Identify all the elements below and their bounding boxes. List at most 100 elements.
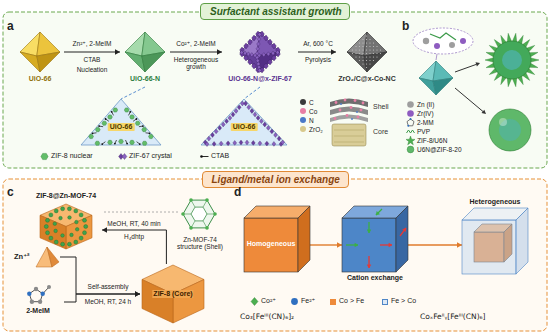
connector: [408, 242, 462, 248]
connector: [102, 227, 166, 264]
legend-text: Zn (II): [417, 101, 434, 108]
mof74-hexagon-part: [189, 198, 193, 202]
legend-item: ZIF-8/U6N: [406, 136, 447, 145]
octahedron-shape-part: [359, 53, 360, 54]
legend-icon: [406, 145, 415, 154]
ion-label: Zn⁺²: [14, 253, 30, 262]
octahedron-shape-part: [268, 59, 273, 65]
panel-letter: c: [7, 186, 14, 200]
dodecahedron-shape-part: [59, 216, 63, 220]
cube-shape: [244, 206, 310, 272]
legend-item: Co²⁺: [250, 297, 276, 306]
triangle-section-shape-part: [219, 141, 223, 146]
dodecahedron-shape-part: [46, 231, 50, 235]
arrow-head: [337, 242, 342, 248]
octahedron-shape-part: [362, 56, 363, 57]
precursor-cloud: [413, 28, 473, 60]
octahedron-shape-part: [267, 52, 271, 56]
legend-icon-part: [291, 298, 298, 305]
panel-letter: a: [7, 20, 14, 34]
condition-label: Co²⁺, 2-MeIM: [171, 40, 221, 47]
triangle-section-shape-part: [263, 122, 267, 127]
connector-line: [102, 230, 166, 264]
octahedron-shape-part: [240, 51, 245, 57]
octahedron-shape-part: [352, 49, 353, 50]
octahedron-shape-part: [369, 63, 370, 64]
triangle-section-shape-part: [250, 109, 254, 114]
cube-shape-part: [403, 228, 407, 232]
octahedron-shape-part: [258, 68, 262, 72]
core-label: UiO-66: [108, 123, 135, 131]
octahedron-shape-part: [359, 56, 360, 57]
triangle-section-shape: [80, 98, 162, 146]
arrow-head: [457, 242, 462, 248]
connector: [170, 49, 222, 55]
octahedron-shape-part: [366, 63, 367, 64]
dodecahedron-shape-part: [61, 234, 65, 238]
dodecahedron-shape-part: [53, 222, 57, 226]
legend-item: ZIF-8 nuclear: [40, 152, 93, 161]
particle-label: ZIF-8@Zn-MOF-74: [36, 192, 96, 200]
octahedron-shape-part: [20, 52, 40, 72]
triangle-section-shape-part: [231, 112, 235, 117]
spiky-zif8-particle-part: [493, 41, 531, 79]
triangle-section-shape-part: [102, 142, 105, 144]
dodecahedron-shape-part: [79, 236, 83, 240]
octahedron-shape-part: [125, 52, 145, 72]
octahedron-shape-part: [262, 53, 266, 57]
triangle-section-shape-part: [108, 115, 113, 119]
molecule-shape-part: [30, 300, 34, 304]
connector-line: [244, 87, 260, 99]
triangle-section-shape-part: [108, 140, 113, 144]
triangle-section: UiO-66: [80, 98, 162, 146]
legend-item: PVP: [406, 127, 430, 136]
octahedron-shape: [341, 30, 393, 74]
core-shell-sheets-part: [346, 114, 349, 117]
section-banner: Ligand/metal ion exchange: [202, 171, 349, 188]
legend-item: Co: [300, 107, 317, 116]
octahedron-shape-part: [359, 49, 360, 50]
arrow-head: [135, 291, 140, 297]
triangle-section-shape-part: [266, 126, 270, 131]
legend-icon-part: [407, 125, 409, 127]
arrow-head: [115, 49, 120, 55]
triangle-section-shape-part: [106, 119, 109, 121]
triangle-section-shape-part: [124, 108, 129, 112]
uio-66-n-seed: [419, 61, 453, 95]
triangle-section-shape-part: [119, 139, 124, 143]
octahedron-shape: [14, 30, 66, 74]
legend-text: C: [309, 99, 314, 106]
octahedron-shape-part: [257, 52, 280, 72]
triangle-section-shape-part: [244, 101, 248, 106]
connector-line: [64, 52, 120, 53]
growth-arrows-part: [455, 88, 483, 112]
dodecahedron-shape-part: [70, 233, 74, 237]
condition-label: CTAB: [66, 56, 118, 63]
dodecahedron-shape-part: [46, 218, 50, 222]
octahedron-shape-part: [257, 32, 280, 56]
arrow-head: [102, 227, 107, 233]
smooth-zif8-particle: [489, 109, 531, 151]
octahedron-shape-part: [243, 51, 247, 55]
octahedron-shape-part: [248, 39, 253, 45]
mof74-hexagon: [104, 198, 217, 229]
triangle-section-shape-part: [98, 125, 100, 127]
growth-arrows-part: [482, 110, 487, 114]
legend-text: Fe > Co: [391, 297, 416, 305]
mof74-hexagon-part: [213, 212, 217, 216]
legend-icon-part: [407, 130, 415, 133]
triangle-section-shape-part: [207, 136, 211, 141]
triangle-section-shape-part: [114, 143, 116, 145]
connector: [121, 87, 145, 99]
legend-item: CTAB: [200, 152, 229, 161]
legend-swatch: [300, 126, 306, 132]
dodecahedron-shape-part: [75, 228, 79, 232]
core-shell-sheets-part: [344, 99, 347, 102]
legend-item: ZIF-67 crystal: [118, 152, 172, 161]
triangle-section-shape-part: [146, 132, 150, 134]
legend-icon-part: [407, 119, 414, 126]
octahedron-shape-part: [362, 53, 363, 54]
triangle-section-shape-part: [211, 133, 215, 138]
octahedron-shape-part: [352, 53, 353, 54]
